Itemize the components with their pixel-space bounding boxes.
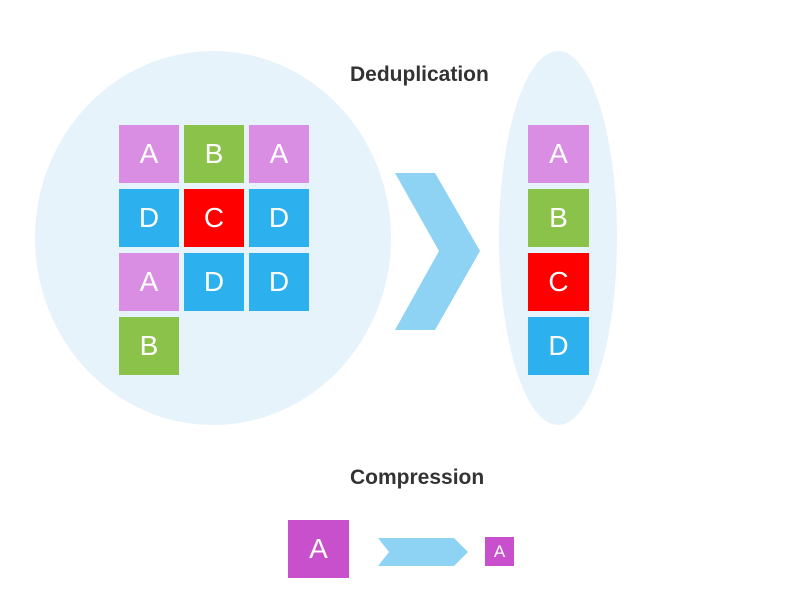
input-block-b: B — [119, 317, 179, 375]
dedup-arrow-icon — [395, 173, 480, 330]
compression-output-label: A — [493, 541, 506, 561]
input-block-label: A — [139, 138, 159, 169]
output-block-a: A — [528, 125, 589, 183]
output-block-label: A — [549, 138, 568, 169]
output-block-label: B — [549, 202, 568, 233]
input-block-label: B — [204, 138, 224, 169]
compression-input-block: A — [288, 520, 349, 578]
input-block-c: C — [184, 189, 244, 247]
input-block-d: D — [119, 189, 179, 247]
input-block-a: A — [119, 125, 179, 183]
input-block-label: D — [203, 266, 225, 297]
input-block-label: D — [268, 202, 290, 233]
input-block-label: B — [139, 330, 159, 361]
input-block-label: D — [268, 266, 290, 297]
deduplicated-block-column: A B C D — [528, 125, 589, 377]
compression-output-block: A — [485, 537, 514, 566]
input-block-d: D — [249, 189, 309, 247]
output-block-label: D — [548, 330, 569, 361]
input-block-d: D — [184, 253, 244, 311]
output-block-label: C — [548, 266, 569, 297]
input-block-d: D — [249, 253, 309, 311]
compression-title: Compression — [350, 466, 485, 489]
output-block-d: D — [528, 317, 589, 375]
input-block-a: A — [249, 125, 309, 183]
input-block-grid: A B A D C D A D D B — [119, 125, 313, 377]
input-block-label: D — [138, 202, 160, 233]
input-block-b: B — [184, 125, 244, 183]
input-block-a: A — [119, 253, 179, 311]
input-block-label: A — [139, 266, 159, 297]
output-block-b: B — [528, 189, 589, 247]
compression-arrow-icon — [378, 538, 468, 566]
output-block-c: C — [528, 253, 589, 311]
deduplication-title: Deduplication — [350, 63, 489, 86]
input-block-label: A — [269, 138, 289, 169]
input-block-label: C — [203, 202, 225, 233]
compression-input-label: A — [309, 533, 328, 564]
